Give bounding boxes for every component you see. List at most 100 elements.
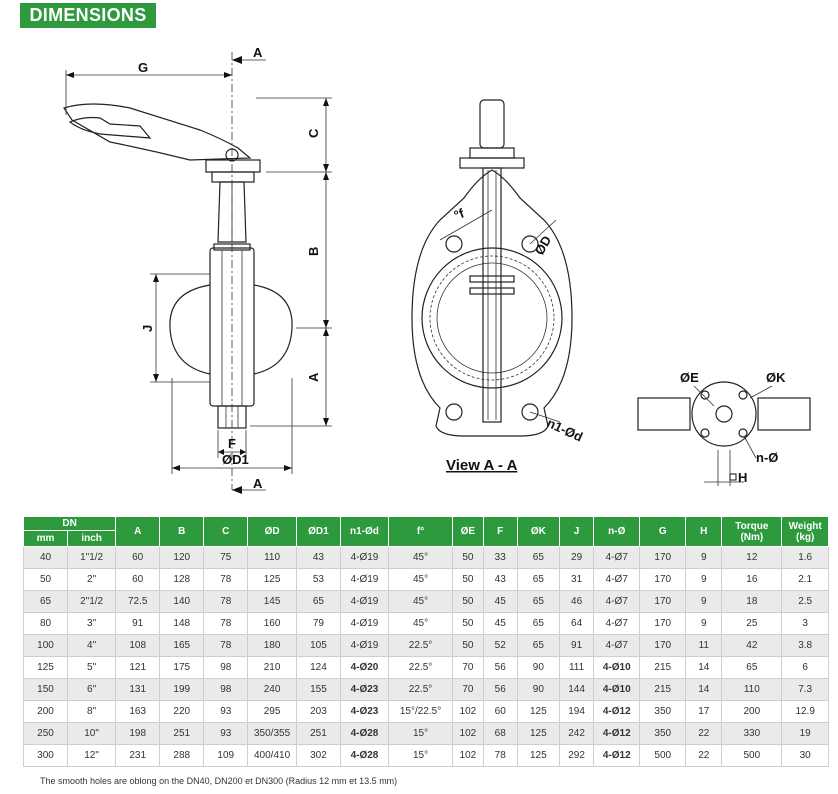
table-cell: 4-Ø23: [340, 678, 389, 701]
table-cell: 4-Ø28: [340, 744, 389, 767]
view-aa-label: View A - A: [446, 457, 518, 474]
col-header-g: G: [639, 516, 687, 547]
table-cell: 2": [67, 568, 117, 591]
table-cell: 300: [22, 744, 69, 767]
table-cell: 65: [516, 568, 560, 591]
table-cell: 160: [247, 612, 297, 635]
table-cell: 4-Ø19: [340, 634, 389, 657]
table-cell: 98: [203, 678, 249, 701]
dim-label-n-phi: n-Ø: [756, 450, 778, 465]
table-cell: 110: [721, 678, 783, 701]
dim-label-h: H: [738, 470, 747, 485]
table-cell: 33: [482, 546, 518, 569]
table-cell: 240: [247, 678, 297, 701]
table-cell: 4-Ø10: [593, 656, 641, 679]
dimensions-table: DN A B C ØD ØD1 n1-Ød f° ØE F ØK J n-Ø G…: [22, 516, 829, 767]
technical-drawings: G A: [63, 45, 811, 494]
table-cell: 43: [482, 568, 518, 591]
table-cell: 400/410: [247, 744, 297, 767]
table-cell: 78: [482, 744, 518, 767]
table-cell: 14: [685, 678, 723, 701]
table-cell: 72.5: [115, 590, 161, 613]
col-header-inch: inch: [67, 530, 117, 547]
table-cell: 50: [452, 546, 484, 569]
table-cell: 60: [115, 568, 161, 591]
table-cell: 125: [516, 722, 560, 745]
table-cell: 64: [558, 612, 595, 635]
table-cell: 4-Ø19: [340, 546, 389, 569]
table-cell: 4-Ø12: [593, 722, 641, 745]
col-header-n-phi: n-Ø: [593, 516, 641, 547]
dim-label-c: C: [306, 128, 321, 138]
table-cell: 4-Ø20: [340, 656, 389, 679]
table-cell: 163: [115, 700, 161, 723]
dim-label-f-angle: °f: [452, 205, 467, 223]
table-cell: 45°: [387, 590, 454, 613]
dim-label-k: ØK: [766, 370, 786, 385]
col-header-h: H: [685, 516, 723, 547]
table-cell: 31: [558, 568, 595, 591]
table-cell: 155: [295, 678, 342, 701]
dim-label-a-top: A: [253, 45, 263, 60]
table-cell: 200: [721, 700, 783, 723]
table-cell: 50: [452, 568, 484, 591]
table-cell: 30: [781, 744, 829, 767]
dim-label-f: F: [228, 436, 236, 451]
table-cell: 210: [247, 656, 297, 679]
dim-label-d1: ØD1: [222, 452, 249, 467]
table-cell: 125: [516, 700, 560, 723]
table-cell: 111: [558, 656, 595, 679]
table-cell: 9: [685, 568, 723, 591]
table-cell: 109: [203, 744, 249, 767]
table-cell: 108: [115, 634, 161, 657]
table-cell: 125: [516, 744, 560, 767]
table-cell: 45°: [387, 612, 454, 635]
dim-label-e: ØE: [680, 370, 699, 385]
section-title: DIMENSIONS: [29, 5, 147, 25]
table-cell: 102: [452, 744, 484, 767]
table-cell: 75: [203, 546, 249, 569]
col-header-a: A: [115, 516, 161, 547]
table-cell: 56: [482, 678, 518, 701]
table-cell: 45: [482, 590, 518, 613]
table-cell: 4-Ø19: [340, 612, 389, 635]
table-cell: 194: [558, 700, 595, 723]
table-cell: 93: [203, 700, 249, 723]
table-cell: 251: [295, 722, 342, 745]
table-cell: 18: [721, 590, 783, 613]
table-cell: 22.5°: [387, 678, 454, 701]
table-cell: 10": [67, 722, 117, 745]
footnote: The smooth holes are oblong on the DN40,…: [40, 776, 398, 786]
table-cell: 91: [558, 634, 595, 657]
table-cell: 4-Ø7: [593, 568, 641, 591]
col-header-n1d: n1-Ød: [340, 516, 389, 547]
table-cell: 70: [452, 656, 484, 679]
table-cell: 78: [203, 568, 249, 591]
table-cell: 50: [452, 612, 484, 635]
col-header-d: ØD: [247, 516, 297, 547]
table-cell: 50: [452, 590, 484, 613]
table-cell: 350/355: [247, 722, 297, 745]
table-cell: 231: [115, 744, 161, 767]
table-cell: 15°/22.5°: [387, 700, 454, 723]
table-cell: 40: [22, 546, 69, 569]
table-cell: 15°: [387, 722, 454, 745]
table-cell: 15°: [387, 744, 454, 767]
table-cell: 4-Ø19: [340, 590, 389, 613]
table-cell: 45°: [387, 546, 454, 569]
table-cell: 45: [482, 612, 518, 635]
col-header-torque: Torque (Nm): [721, 516, 783, 547]
table-cell: 180: [247, 634, 297, 657]
table-cell: 43: [295, 546, 342, 569]
table-cell: 250: [22, 722, 69, 745]
table-cell: 220: [159, 700, 205, 723]
table-cell: 295: [247, 700, 297, 723]
table-cell: 4-Ø28: [340, 722, 389, 745]
table-cell: 170: [639, 546, 687, 569]
col-header-dn: DN: [22, 516, 117, 531]
table-cell: 9: [685, 590, 723, 613]
